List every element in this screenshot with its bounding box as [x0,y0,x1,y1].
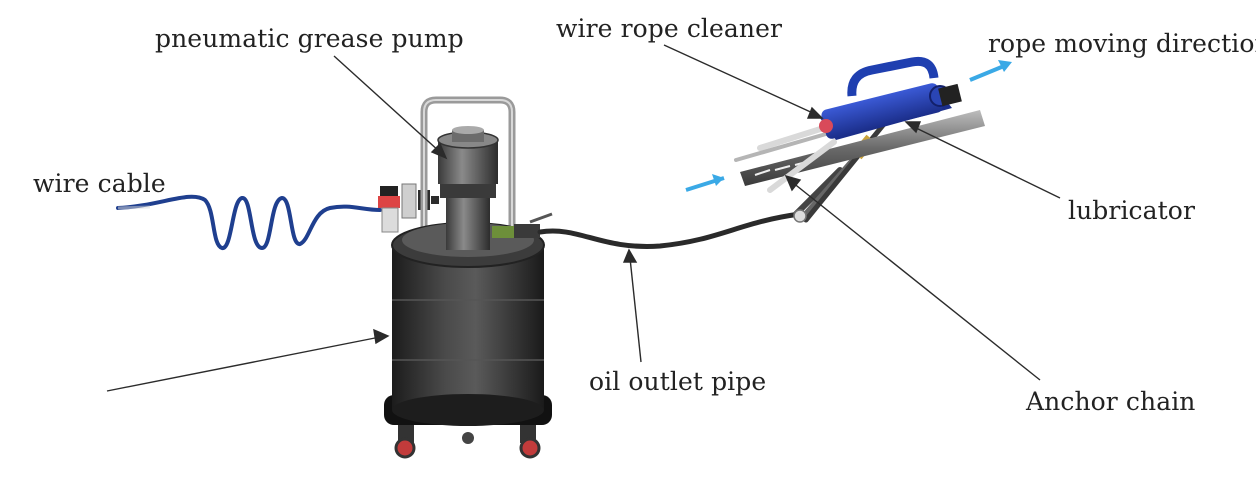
rope-direction-arrows [685,60,1012,192]
wire-rope-cleaner-label: wire rope cleaner [556,14,783,43]
pump-handle-illustration [420,96,516,230]
lubricator-illustration [819,56,962,140]
oil-outlet-pipe-label: oil outlet pipe [589,367,767,396]
wire-cable-illustration [116,194,382,251]
lubricator-label: lubricator [1068,196,1196,225]
rope-moving-direction-label: rope moving direction [988,29,1256,58]
pneumatic-grease-pump-label: pneumatic grease pump [155,24,464,53]
cleaner-arms-illustration [734,123,837,193]
wire-cable-label: wire cable [33,169,166,198]
grease-drum-illustration [384,222,552,459]
leader-lines [106,44,1061,392]
air-regulator-illustration [378,183,439,233]
pump-column-illustration [437,126,553,250]
oil-outlet-pipe-illustration [537,211,803,249]
anchor-chain-label: Anchor chain [1026,387,1196,416]
